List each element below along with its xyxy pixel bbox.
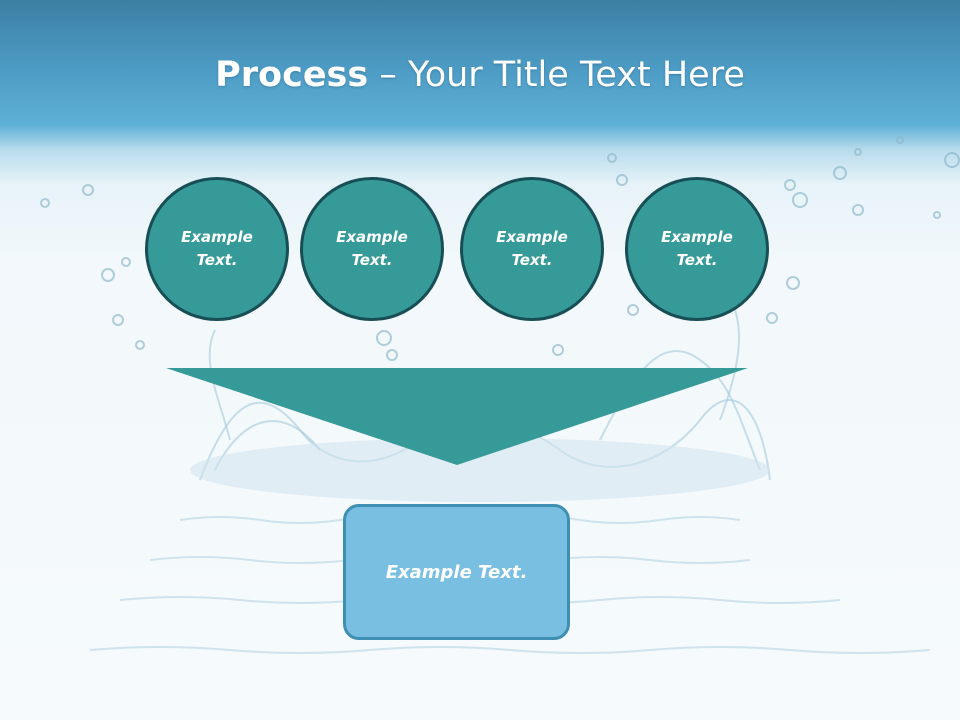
slide-title: Process – Your Title Text Here <box>0 52 960 98</box>
circle-1-text: Example Text. <box>181 228 253 269</box>
result-text: Example Text. <box>385 561 528 583</box>
funnel-triangle <box>166 368 748 465</box>
process-circle-3: Example Text. <box>460 177 604 321</box>
circle-3-text: Example Text. <box>496 228 568 269</box>
process-circle-2: Example Text. <box>300 177 444 321</box>
title-rest: – Your Title Text Here <box>368 55 745 95</box>
process-circle-1: Example Text. <box>145 177 289 321</box>
circle-2-text: Example Text. <box>336 228 408 269</box>
process-circle-4: Example Text. <box>625 177 769 321</box>
title-bold: Process <box>215 55 369 95</box>
result-box: Example Text. <box>343 504 570 640</box>
circle-4-text: Example Text. <box>661 228 733 269</box>
